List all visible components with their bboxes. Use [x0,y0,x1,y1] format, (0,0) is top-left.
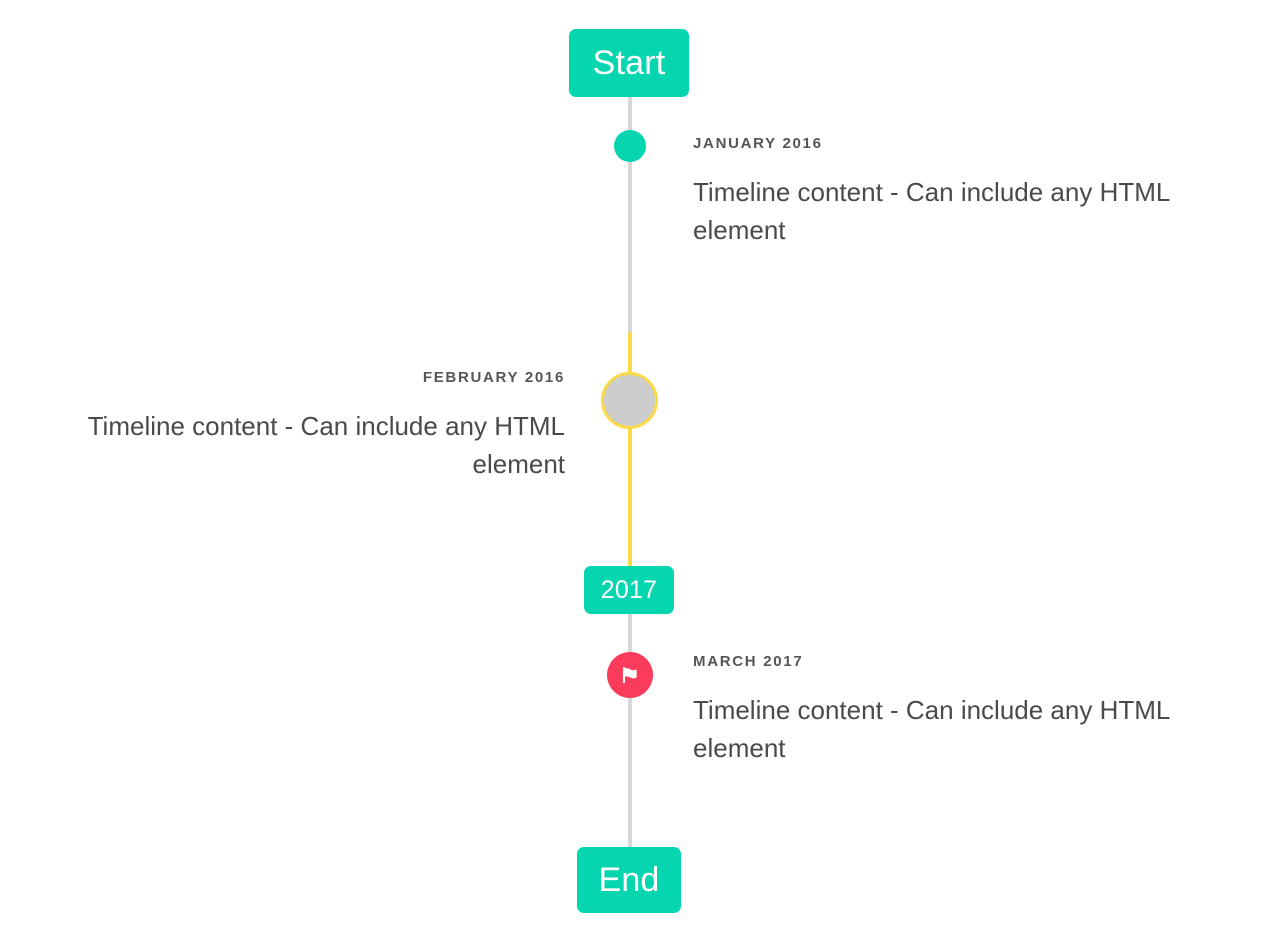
end-badge-label: End [598,860,660,899]
timeline-event-date: FEBRUARY 2016 [422,369,565,386]
timeline-dot-icon[interactable] [614,130,646,162]
start-badge-label: Start [592,43,666,82]
end-badge[interactable]: End [577,847,681,913]
timeline-rail-segment-yellow [628,332,632,568]
timeline-rail-segment-gray-bottom [628,612,632,852]
timeline-event-body: Timeline content - Can include any HTML … [693,695,1170,764]
timeline-event-body: Timeline content - Can include any HTML … [693,177,1170,246]
timeline-event-march: MARCH 2017 Timeline content - Can includ… [693,654,1223,768]
year-badge-label: 2017 [600,575,658,604]
timeline-event-january: JANUARY 2016 Timeline content - Can incl… [693,136,1223,250]
timeline-event-body: Timeline content - Can include any HTML … [87,411,565,480]
timeline-event-date: MARCH 2017 [693,653,804,670]
timeline-event-date: JANUARY 2016 [693,135,823,152]
flag-icon[interactable] [607,652,653,698]
timeline-event-february: FEBRUARY 2016 Timeline content - Can inc… [35,370,565,484]
timeline-rail-segment-gray-top [628,96,632,334]
start-badge[interactable]: Start [569,29,689,97]
year-badge[interactable]: 2017 [584,566,674,614]
missing-glyph-icon[interactable]: ⬚ [601,372,658,429]
missing-glyph-label: ⬚ [625,393,634,408]
